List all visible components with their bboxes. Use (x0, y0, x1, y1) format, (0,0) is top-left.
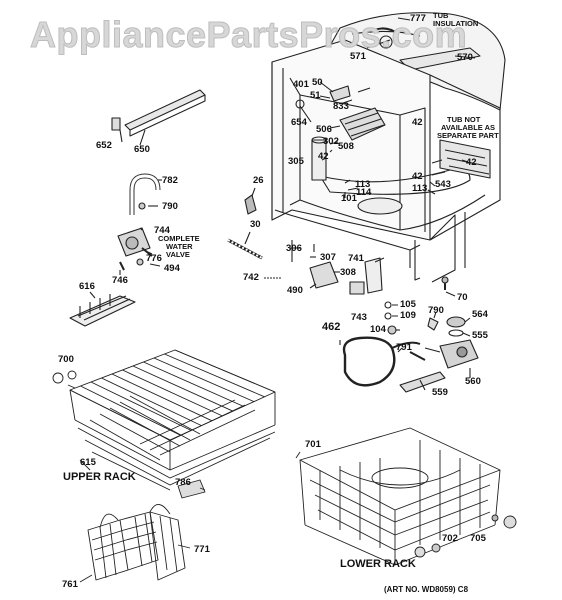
part-label-571[interactable]: 571 (350, 51, 366, 62)
part-label-114[interactable]: 114 (356, 187, 372, 198)
rack-wire (153, 357, 255, 403)
part-label-113-a[interactable]: 113 (355, 179, 371, 190)
part-label-462[interactable]: 462 (322, 321, 341, 333)
part-label-42-b[interactable]: 42 (318, 151, 329, 162)
rack-wire (80, 385, 181, 436)
part-label-109[interactable]: 109 (400, 310, 416, 321)
part-label-42-a[interactable]: 42 (412, 117, 423, 128)
part-label-650[interactable]: 650 (134, 144, 150, 155)
lower-rack-drawing (295, 427, 517, 566)
part-label-26[interactable]: 26 (253, 175, 264, 186)
part-label-494[interactable]: 494 (164, 263, 180, 274)
part-label-741[interactable]: 741 (348, 253, 364, 264)
part-label-782[interactable]: 782 (162, 175, 178, 186)
art-number: (ART NO. WD8059) C8 (384, 585, 469, 594)
note-tub-insulation-1: TUB (433, 11, 449, 20)
part-label-105[interactable]: 105 (400, 299, 416, 310)
rack-wire (164, 353, 265, 398)
part-label-833[interactable]: 833 (333, 101, 349, 112)
part-label-42-c[interactable]: 42 (466, 157, 477, 168)
part-label-786[interactable]: 786 (175, 477, 191, 488)
right-parts-drawing (339, 276, 479, 393)
part-label-771[interactable]: 771 (194, 544, 210, 555)
note-complete-2: WATER (166, 242, 193, 251)
note-tub-not-1: TUB NOT (447, 115, 481, 124)
part-label-615[interactable]: 615 (80, 457, 96, 468)
part-label-761[interactable]: 761 (62, 579, 78, 590)
note-tub-insulation-2: INSULATION (433, 19, 479, 28)
part-label-700[interactable]: 700 (58, 354, 74, 365)
part-label-777[interactable]: 777 (410, 13, 426, 24)
part-label-30[interactable]: 30 (250, 219, 261, 230)
part-label-743[interactable]: 743 (351, 312, 367, 323)
note-complete-1: COMPLETE (158, 234, 200, 243)
part-label-308[interactable]: 308 (340, 267, 356, 278)
note-complete-3: VALVE (166, 250, 190, 259)
part-label-113-b[interactable]: 113 (412, 183, 428, 194)
part-label-307[interactable]: 307 (320, 252, 336, 263)
basket-drawing (79, 479, 206, 583)
watermark-text: AppliancePartsPros.com (29, 14, 468, 56)
rack-wire (143, 361, 244, 407)
part-label-702[interactable]: 702 (442, 533, 458, 544)
part-label-652[interactable]: 652 (96, 140, 112, 151)
lower-rack-label: LOWER RACK (340, 558, 416, 570)
part-label-790-a[interactable]: 790 (162, 201, 178, 212)
note-tub-not-3: SEPARATE PART (437, 131, 499, 140)
part-label-616[interactable]: 616 (79, 281, 95, 292)
left-parts-drawing (69, 89, 282, 327)
part-label-506[interactable]: 506 (316, 124, 332, 135)
tub-assembly-drawing (271, 12, 506, 295)
part-label-742[interactable]: 742 (243, 272, 259, 283)
part-label-564[interactable]: 564 (472, 309, 488, 320)
part-label-701[interactable]: 701 (305, 439, 321, 450)
part-label-401[interactable]: 401 (293, 79, 309, 90)
part-label-70[interactable]: 70 (457, 292, 468, 303)
part-label-508[interactable]: 508 (338, 141, 354, 152)
part-label-51[interactable]: 51 (310, 90, 321, 101)
part-label-654[interactable]: 654 (291, 117, 307, 128)
rack-wire (111, 373, 213, 422)
upper-rack-label: UPPER RACK (63, 471, 136, 483)
part-label-101[interactable]: 101 (341, 193, 357, 204)
part-label-543[interactable]: 543 (435, 179, 451, 190)
part-label-776[interactable]: 776 (146, 253, 162, 264)
part-label-570[interactable]: 570 (457, 52, 473, 63)
part-label-555[interactable]: 555 (472, 330, 488, 341)
part-label-790-b[interactable]: 790 (428, 305, 444, 316)
rack-wire (101, 377, 202, 427)
part-label-305[interactable]: 305 (288, 156, 304, 167)
part-label-42-d[interactable]: 42 (412, 171, 423, 182)
part-label-791[interactable]: 791 (396, 342, 412, 353)
part-label-50[interactable]: 50 (312, 77, 323, 88)
part-label-490[interactable]: 490 (287, 285, 303, 296)
part-label-746[interactable]: 746 (112, 275, 128, 286)
rack-wire (174, 349, 276, 393)
note-tub-not-2: AVAILABLE AS (441, 123, 496, 132)
part-label-559[interactable]: 559 (432, 387, 448, 398)
part-label-705[interactable]: 705 (470, 533, 486, 544)
part-label-104[interactable]: 104 (370, 324, 386, 335)
part-label-302[interactable]: 302 (323, 136, 339, 147)
rack-wire (90, 381, 192, 431)
part-label-306[interactable]: 306 (286, 243, 302, 254)
part-label-744[interactable]: 744 (154, 225, 170, 236)
rack-wire (132, 365, 234, 412)
part-label-560[interactable]: 560 (465, 376, 481, 387)
upper-rack-drawing (52, 349, 276, 491)
rack-wire (122, 369, 223, 417)
